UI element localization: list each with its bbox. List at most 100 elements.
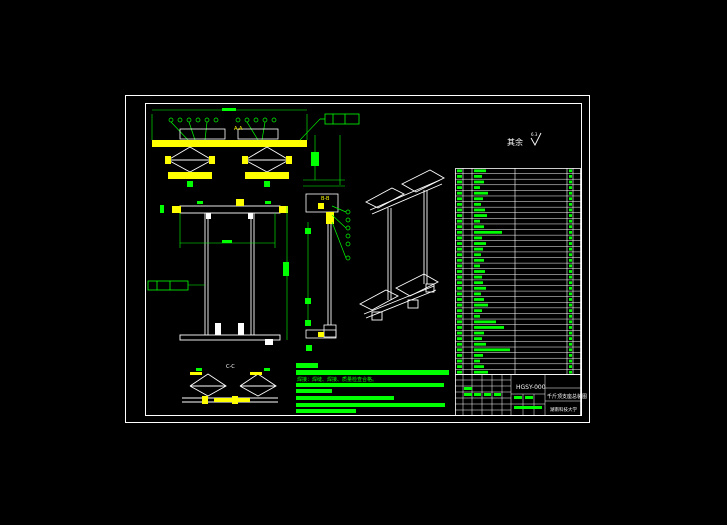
bom-qty-mark (569, 214, 572, 217)
bom-index-mark (457, 253, 462, 257)
bom-name-mark (474, 314, 480, 318)
bom-index-mark (457, 197, 462, 201)
bom-qty-mark (569, 342, 572, 346)
isometric-view (359, 169, 445, 321)
residual-roughness-label: 其余 (507, 137, 523, 147)
inner-border (145, 103, 582, 416)
bom-index-mark (457, 348, 462, 352)
bom-index-mark (457, 214, 462, 217)
bom-name-mark (474, 225, 484, 229)
bom-name-mark (474, 258, 484, 262)
bom-qty-mark (569, 236, 572, 240)
bom-index-mark (457, 286, 462, 290)
bom-name-mark (474, 309, 482, 313)
bom-name-mark (474, 326, 504, 329)
bom-qty-mark (569, 286, 572, 290)
bom-index-mark (457, 230, 462, 234)
bom-name-mark (474, 253, 481, 257)
bom-qty-mark (569, 174, 572, 178)
bom-name-mark (474, 208, 485, 212)
bom-name-mark (474, 169, 486, 173)
bom-index-mark (457, 331, 462, 335)
requirement-line: 焊接：焊缝、焊接、质量检查合格。 (297, 376, 377, 383)
bom-qty-mark (569, 314, 572, 318)
bom-name-mark (474, 230, 502, 234)
bom-index-mark (457, 292, 462, 296)
bom-name-mark (474, 264, 480, 268)
section-label-a: A-A (234, 126, 243, 132)
bom-qty-mark (569, 219, 572, 223)
bom-qty-mark (569, 180, 572, 184)
bom-name-mark (474, 214, 487, 217)
bom-qty-mark (569, 191, 572, 195)
bom-name-mark (474, 342, 486, 346)
bom-name-mark (474, 348, 510, 352)
bom-qty-mark (569, 202, 572, 206)
bom-index-mark (457, 342, 462, 346)
bom-name-mark (474, 270, 485, 273)
bom-qty-mark (569, 359, 572, 363)
bom-index-mark (457, 264, 462, 268)
bom-name-mark (474, 303, 488, 307)
bom-qty-mark (569, 348, 572, 352)
bom-name-mark (474, 292, 481, 296)
bom-qty-mark (569, 197, 572, 201)
bom-name-mark (474, 370, 488, 374)
bom-qty-mark (569, 208, 572, 212)
bom-name-mark (474, 197, 483, 201)
bom-name-mark (474, 359, 480, 363)
bom-index-mark (457, 242, 462, 245)
bom-name-mark (474, 174, 482, 178)
bom-name-mark (474, 298, 484, 301)
section-label-b: B-B (321, 196, 330, 202)
drawing-name: 千斤顶支座总装图 (547, 393, 587, 400)
bom-qty-mark (569, 270, 572, 273)
bom-index-mark (457, 314, 462, 318)
bom-index-mark (457, 219, 462, 223)
bom-qty-mark (569, 331, 572, 335)
bom-qty-mark (569, 303, 572, 307)
bom-qty-mark (569, 264, 572, 268)
bom-index-mark (457, 202, 462, 206)
bom-name-mark (474, 331, 484, 335)
bom-index-mark (457, 174, 462, 178)
bom-index-mark (457, 186, 462, 189)
bom-index-mark (457, 270, 462, 273)
bom-name-mark (474, 337, 482, 341)
bom-qty-mark (569, 354, 572, 357)
bom-qty-mark (569, 169, 572, 173)
bom-index-mark (457, 365, 462, 369)
bom-index-mark (457, 326, 462, 329)
bom-qty-mark (569, 326, 572, 329)
bom-index-mark (457, 354, 462, 357)
bom-qty-mark (569, 275, 572, 279)
bom-name-mark (474, 236, 482, 240)
bom-qty-mark (569, 337, 572, 341)
bom-index-mark (457, 281, 462, 285)
bom-name-mark (474, 191, 488, 195)
bom-name-mark (474, 242, 486, 245)
bom-index-mark (457, 191, 462, 195)
front-view (147, 199, 289, 345)
bom-name-mark (474, 247, 483, 251)
section-label-c: C-C (226, 364, 235, 370)
plan-view (182, 368, 278, 404)
side-view (305, 193, 351, 351)
bom-qty-mark (569, 186, 572, 189)
bom-name-mark (474, 281, 483, 285)
roughness-value: 6.3 (531, 132, 538, 137)
bom-qty-mark (569, 370, 572, 374)
bom-name-mark (474, 320, 496, 324)
bom-name-mark (474, 202, 481, 206)
bom-qty-mark (569, 242, 572, 245)
school-name: 湖南科技大学 (550, 406, 577, 413)
bom-qty-mark (569, 309, 572, 313)
outer-border (125, 95, 590, 423)
title-block (455, 374, 581, 416)
bom-index-mark (457, 247, 462, 251)
bom-index-mark (457, 275, 462, 279)
bom-name-mark (474, 180, 484, 184)
bom-name-mark (474, 219, 480, 223)
bom-qty-mark (569, 247, 572, 251)
